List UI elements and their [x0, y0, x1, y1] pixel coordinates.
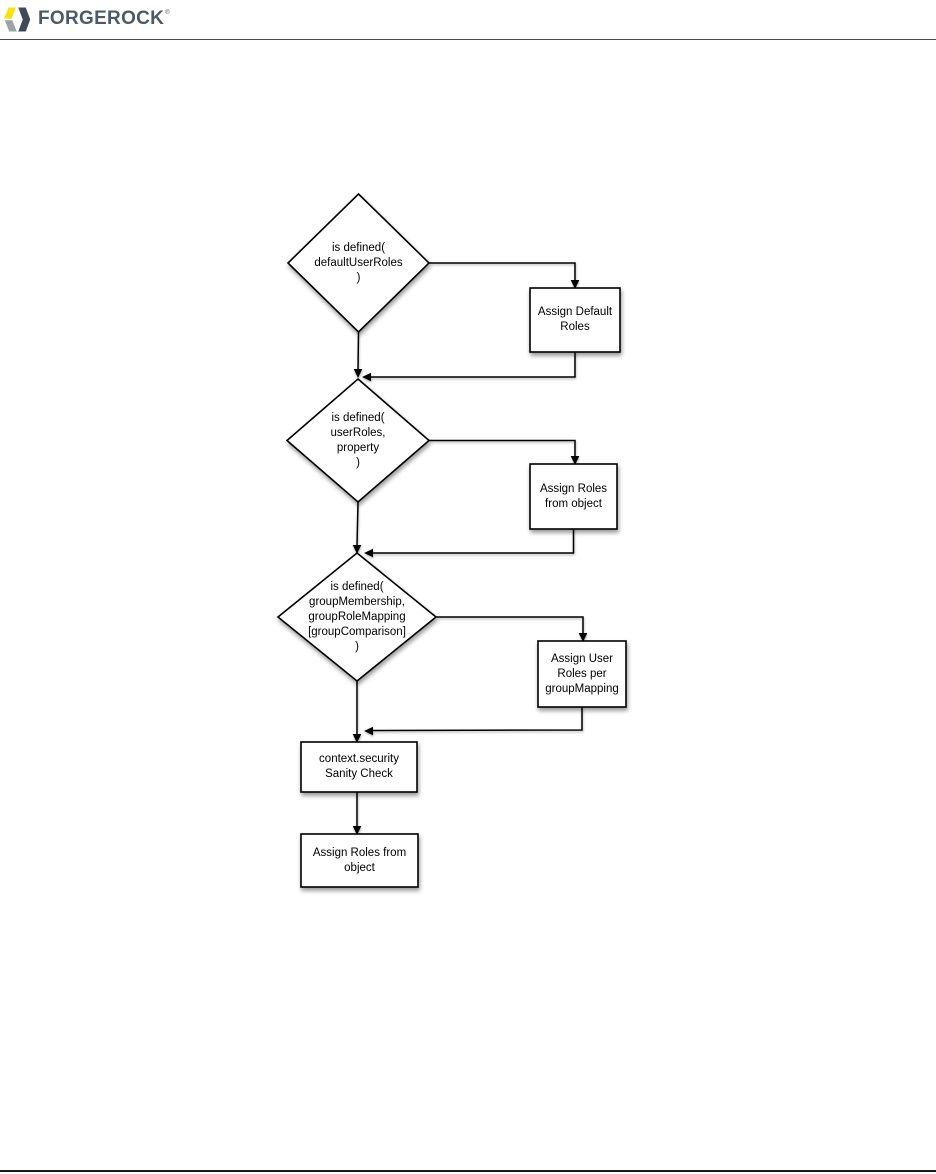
- edge-p1-return: [370, 352, 576, 378]
- arrowhead-left-icon: [364, 548, 373, 558]
- registered-trademark-symbol: ®: [165, 10, 170, 16]
- flowchart-shapes: [276, 192, 627, 888]
- logo-dark-chevron-shape: [18, 7, 31, 32]
- arrowhead-down-icon: [570, 456, 580, 465]
- edge-p3-return: [371, 707, 583, 732]
- forgerock-logo: FORGEROCK ®: [4, 5, 170, 34]
- process-box-assign-user-roles-per-group-mapping: [537, 640, 627, 708]
- edge-p2-return: [372, 529, 575, 554]
- process-box-assign-roles-from-object: [529, 463, 618, 530]
- footer-divider: [0, 1170, 936, 1172]
- arrowhead-left-icon: [362, 372, 371, 382]
- arrowhead-down-icon: [353, 369, 363, 378]
- arrowhead-down-icon: [352, 734, 362, 743]
- edge-d2-to-p2: [429, 439, 576, 457]
- arrowhead-down-icon: [352, 545, 362, 554]
- edge-d1-to-d2: [357, 331, 360, 371]
- edge-d1-to-p1: [429, 262, 576, 281]
- process-box-assign-default-roles: [529, 287, 621, 353]
- arrowhead-down-icon: [570, 280, 580, 289]
- decision-diamond-default-user-roles: [286, 192, 431, 334]
- arrowhead-left-icon: [364, 726, 373, 736]
- process-box-context-security-sanity-check: [300, 741, 418, 793]
- flowchart-arrowheads: [352, 280, 588, 835]
- logo-gray-shape: [4, 20, 17, 32]
- edge-d2-to-d3: [356, 501, 359, 547]
- header-divider: [0, 39, 936, 40]
- arrowhead-down-icon: [352, 826, 362, 835]
- decision-diamond-user-roles-property: [285, 377, 431, 504]
- flowchart-connectors: [356, 262, 584, 827]
- decision-diamond-group-membership: [276, 551, 438, 683]
- forgerock-logo-icon: [4, 7, 31, 32]
- process-box-assign-roles-from-object-final: [300, 833, 419, 888]
- logo-yellow-shape: [4, 7, 16, 19]
- arrowhead-down-icon: [578, 633, 588, 642]
- brand-name: FORGEROCK: [38, 8, 165, 29]
- edge-d3-to-p3: [436, 616, 584, 634]
